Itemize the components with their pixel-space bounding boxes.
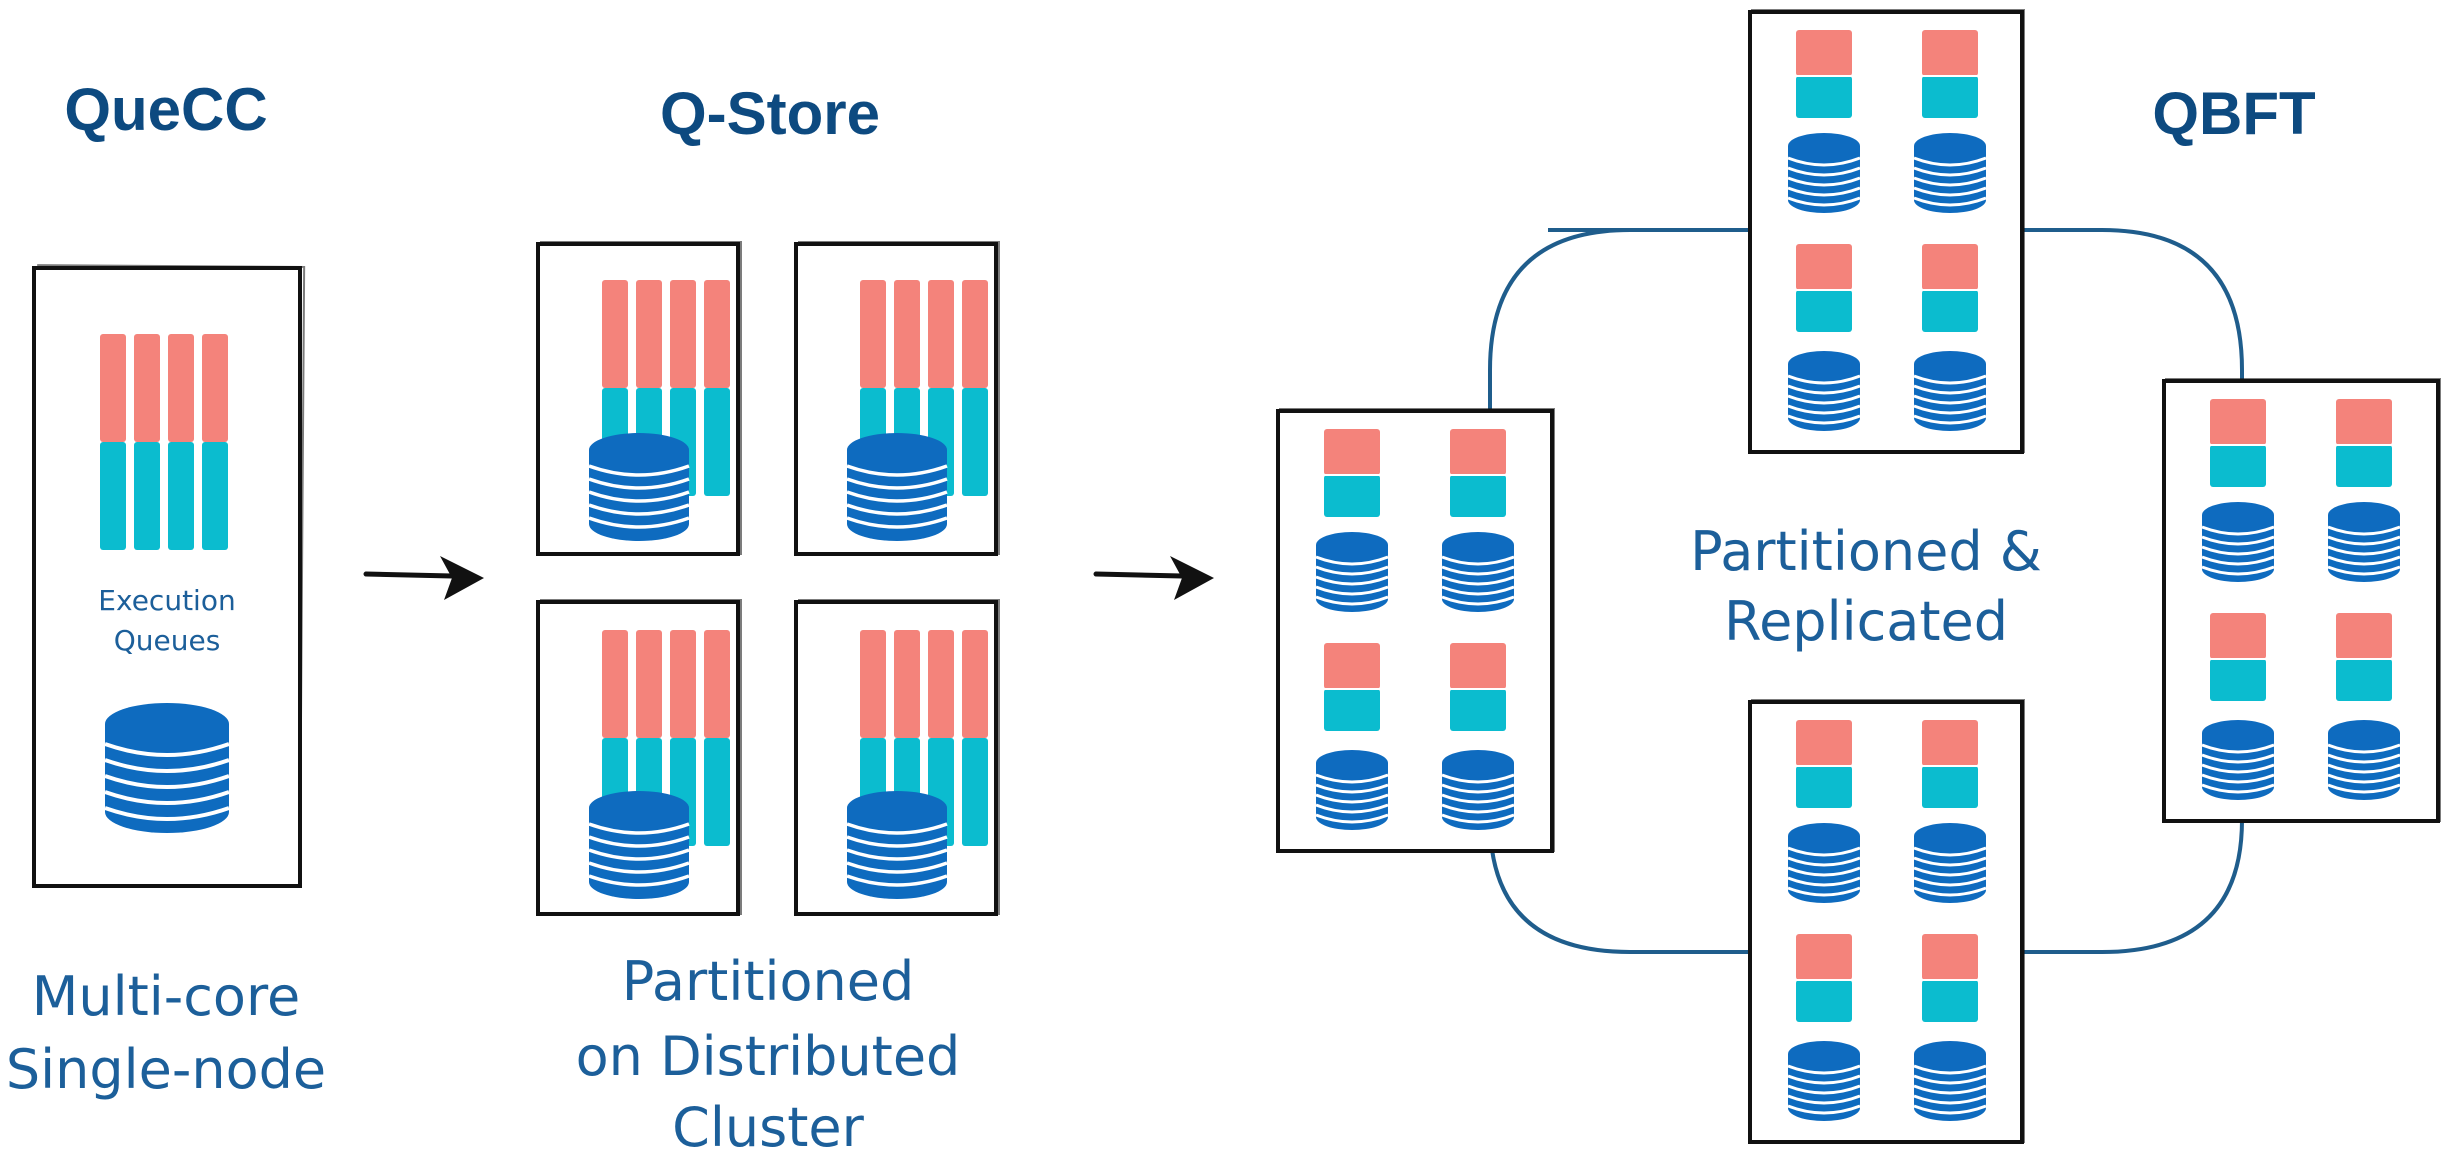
qstore-caption-line2: on Distributed	[576, 1025, 961, 1088]
database-icon	[587, 789, 691, 901]
database-icon	[587, 431, 691, 543]
partition-tile	[536, 599, 742, 916]
replica-node-left	[1276, 408, 1555, 853]
quecc-caption-line2: Single-node	[6, 1038, 326, 1101]
qstore-title: Q-Store	[660, 80, 880, 147]
partition-tile	[536, 241, 742, 556]
partition-tile	[794, 599, 1000, 916]
qbft-panel: QBFT Partitioned & Replicated	[1276, 9, 2441, 1144]
replica-node-top	[1748, 9, 2025, 454]
replica-node-right	[2162, 378, 2441, 823]
quecc-caption-line1: Multi-core	[32, 965, 300, 1028]
qbft-center-caption-line2: Replicated	[1724, 590, 2008, 653]
arrow-right-icon	[363, 556, 484, 600]
database-icon	[845, 789, 949, 901]
qbft-title: QBFT	[2152, 80, 2315, 147]
qstore-caption-line1: Partitioned	[622, 950, 915, 1013]
execution-queues-label-line1: Execution	[98, 584, 235, 617]
qbft-center-caption-line1: Partitioned &	[1690, 520, 2042, 583]
quecc-title: QueCC	[64, 76, 267, 143]
quecc-panel: QueCC Execution Queues Multi-core Single…	[6, 76, 326, 1101]
replica-node-bottom	[1748, 699, 2025, 1144]
qstore-caption-line3: Cluster	[672, 1096, 864, 1151]
qstore-panel: Q-Store	[536, 80, 1000, 1151]
database-icon	[103, 701, 231, 835]
execution-queues-label-line2: Queues	[114, 624, 221, 657]
database-icon	[845, 431, 949, 543]
partition-tile	[794, 241, 1000, 556]
arrow-right-icon	[1093, 556, 1214, 600]
